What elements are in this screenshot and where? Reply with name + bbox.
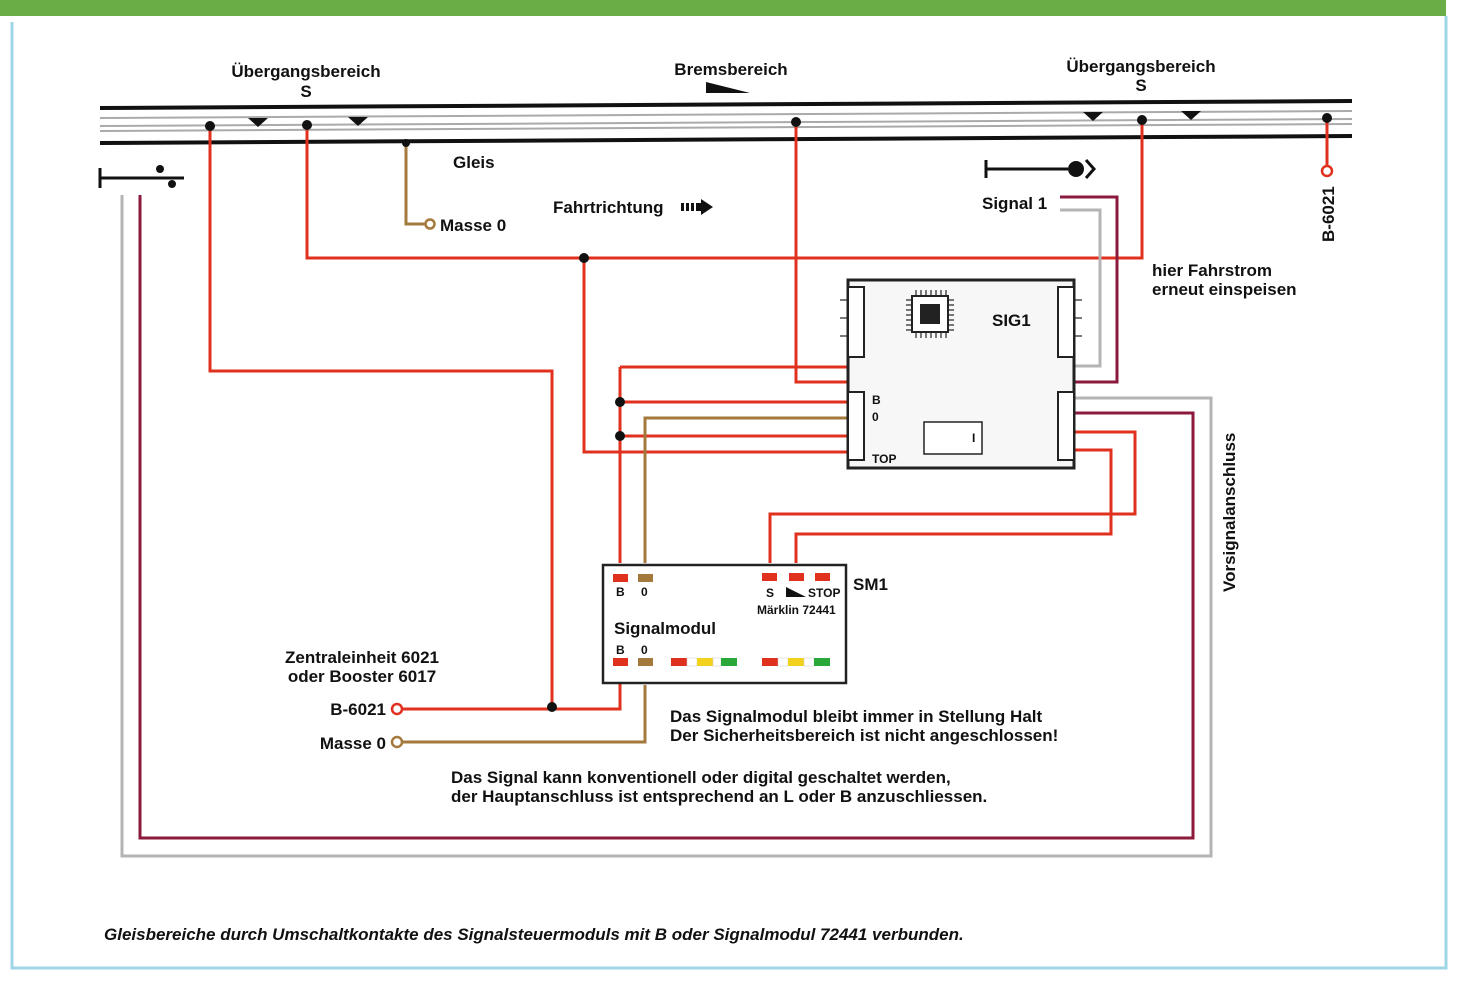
label-track: Gleis	[453, 153, 495, 172]
note1-line2: Der Sicherheitsbereich ist nicht angesch…	[670, 726, 1058, 745]
label-feed-again-2: erneut einspeisen	[1152, 280, 1297, 299]
chip-icon	[906, 290, 954, 338]
label-central-2: oder Booster 6017	[288, 667, 436, 686]
label-transition-left: Übergangsbereich	[231, 62, 380, 81]
signal-icon	[984, 159, 1097, 179]
label-sig1: SIG1	[992, 311, 1031, 330]
label-sm-stop: STOP	[808, 586, 840, 600]
label-sm1: SM1	[853, 575, 888, 594]
label-sm-b-bottom: B	[616, 643, 625, 657]
note2-line1: Das Signal kann konventionell oder digit…	[451, 768, 951, 787]
wires-gray	[120, 195, 1213, 858]
note2-line2: der Hauptanschluss ist entsprechend an L…	[451, 787, 987, 806]
label-central-1: Zentraleinheit 6021	[285, 648, 439, 667]
label-direction: Fahrtrichtung	[553, 198, 664, 217]
label-transition-right: Übergangsbereich	[1066, 57, 1215, 76]
label-sig1-0: 0	[872, 410, 879, 424]
label-sig1-top: TOP	[872, 452, 896, 466]
label-b6021-vertical: B-6021	[1319, 186, 1338, 242]
page-frame	[10, 16, 1448, 970]
label-transition-right-s: S	[1135, 76, 1146, 95]
note1-line1: Das Signalmodul bleibt immer in Stellung…	[670, 707, 1042, 726]
label-sm-model: Märklin 72441	[757, 603, 836, 617]
stop-arrow-icon	[786, 587, 806, 597]
wires-brown	[398, 143, 858, 744]
caption: Gleisbereiche durch Umschaltkontakte des…	[104, 925, 964, 944]
sig1-module	[840, 278, 1082, 470]
label-feed-again-1: hier Fahrstrom	[1152, 261, 1272, 280]
label-sm-b-top: B	[616, 585, 625, 599]
sm1-module	[601, 563, 848, 685]
wires-red	[208, 118, 1329, 711]
label-b6021: B-6021	[330, 700, 386, 719]
label-signal1: Signal 1	[982, 194, 1047, 213]
label-sm-name: Signalmodul	[614, 619, 716, 638]
label-ground: Masse 0	[320, 734, 386, 753]
dip-switch	[923, 421, 983, 455]
label-ground-track: Masse 0	[440, 216, 506, 235]
label-braking: Bremsbereich	[674, 60, 787, 79]
label-distant-signal: Vorsignalanschluss	[1220, 433, 1239, 592]
led-row-1	[671, 657, 737, 667]
label-sm-s: S	[766, 586, 774, 600]
led-row-2	[762, 657, 830, 667]
braking-arrow-icon	[706, 82, 750, 93]
section-markers	[248, 111, 1201, 127]
label-sig1-switch: I	[972, 431, 975, 445]
switch-icon	[98, 165, 184, 188]
junction-dots	[205, 113, 1332, 712]
label-sm-0-top: 0	[641, 585, 648, 599]
label-sig1-b: B	[872, 393, 881, 407]
top-bar	[0, 0, 1446, 16]
terminal-circles	[390, 164, 1334, 749]
track	[99, 99, 1353, 145]
label-sm-0-bottom: 0	[641, 643, 648, 657]
label-transition-left-s: S	[300, 82, 311, 101]
direction-arrow-icon	[681, 199, 713, 215]
wires-maroon	[138, 195, 1195, 840]
